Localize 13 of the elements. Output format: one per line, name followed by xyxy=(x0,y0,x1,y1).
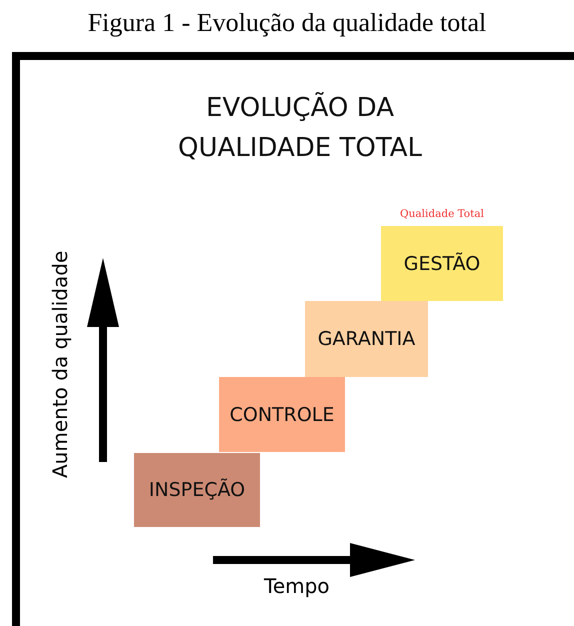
note-text: Qualidade Total xyxy=(399,208,485,220)
step-box xyxy=(381,226,503,301)
step-box xyxy=(305,301,428,377)
axis-label: Aumento da qualidade xyxy=(48,250,72,478)
figure-caption: Figura 1 - Evolução da qualidade total xyxy=(86,8,488,38)
step-label: GESTÃO xyxy=(404,252,480,274)
step-label: GARANTIA xyxy=(318,328,416,350)
step-label: CONTROLE xyxy=(230,404,334,426)
axis-label: Tempo xyxy=(264,574,330,598)
step-box xyxy=(219,377,345,452)
diagram-title: EVOLUÇÃO DA QUALIDADE TOTAL xyxy=(177,91,423,165)
step-label: INSPEÇÃO xyxy=(148,479,246,501)
step-box xyxy=(134,453,260,527)
